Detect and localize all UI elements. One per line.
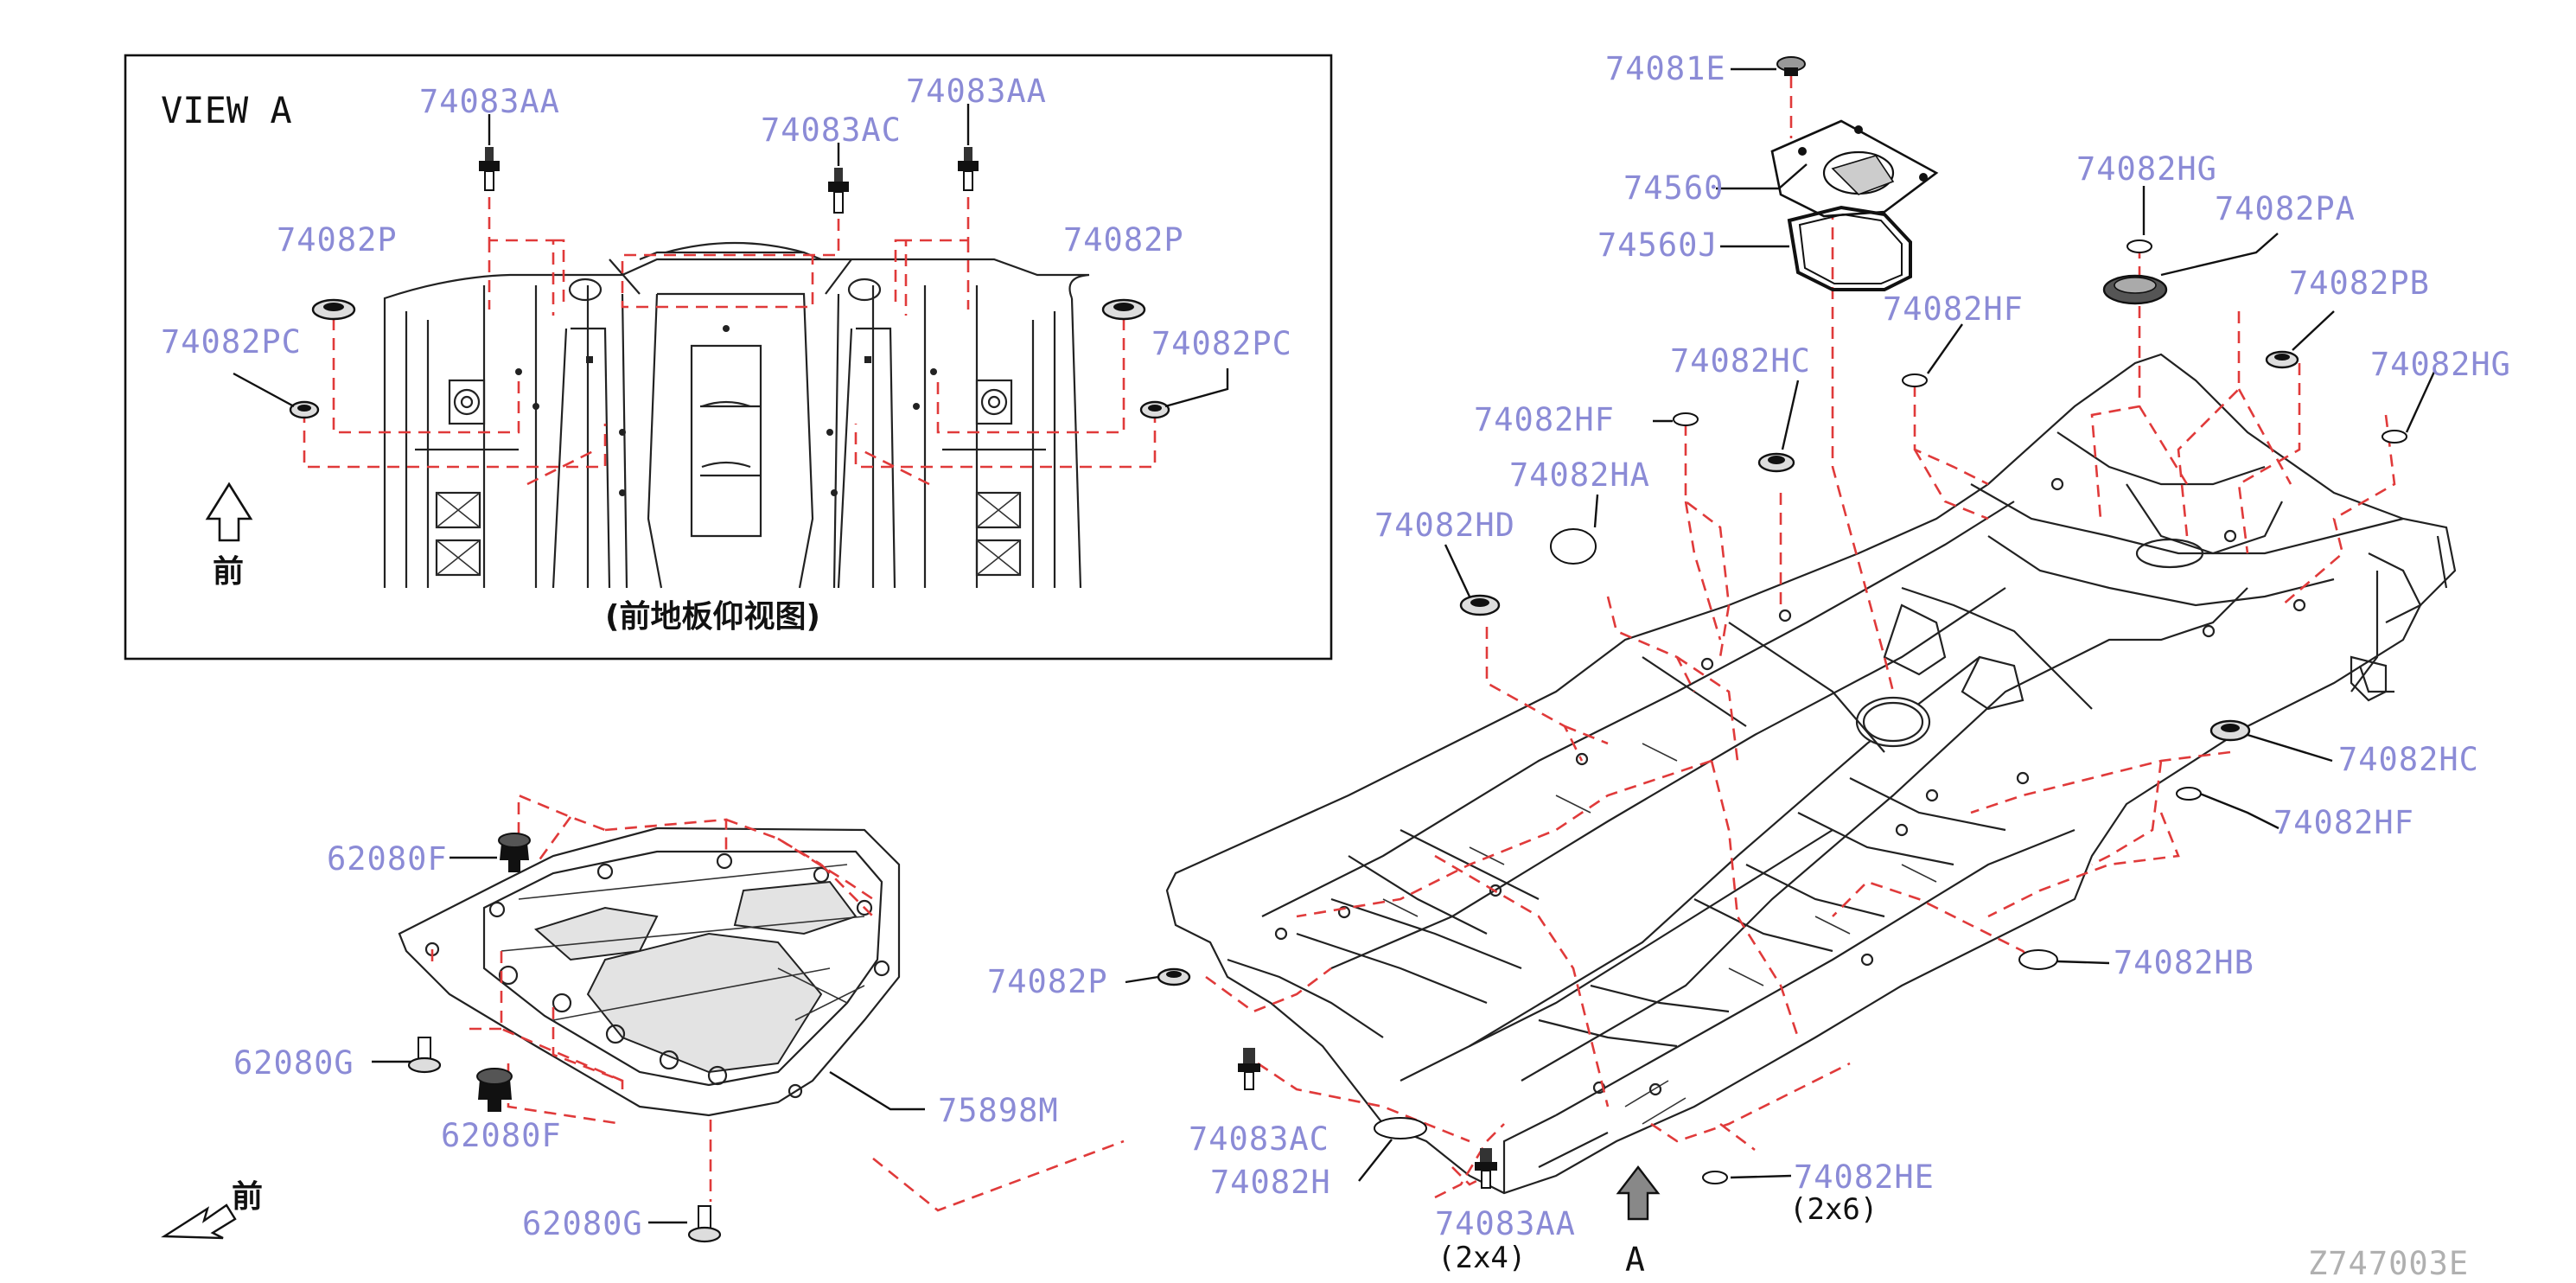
screw-icon — [407, 1037, 442, 1074]
floor-qty-74082he: (2x6) — [1789, 1192, 1878, 1227]
floor-dashed-leaders — [1205, 76, 2396, 1199]
floor-label-74083ac: 74083AC — [1189, 1120, 1329, 1158]
clip-icon — [476, 1068, 513, 1112]
floor-view-marker: A — [1625, 1241, 1645, 1279]
plug-icon — [2382, 430, 2407, 444]
view-a-label-74083aa-left: 74083AA — [419, 83, 560, 120]
view-a-frame — [124, 54, 1333, 661]
undercover-front-label: 前 — [232, 1179, 263, 1215]
grommet-icon — [289, 400, 320, 419]
front-arrow-icon — [205, 482, 253, 542]
floor-label-74082hf-b: 74082HF — [1474, 401, 1615, 438]
grommet-icon — [1139, 400, 1170, 419]
floor-pan-assembly: 74081E 74560 74560J 74082HG 74082PA 7408… — [987, 50, 2511, 1279]
floor-label-74082ha: 74082HA — [1509, 456, 1650, 494]
floor-label-74082p: 74082P — [987, 963, 1108, 1000]
floor-label-74082hd: 74082HD — [1374, 507, 1515, 544]
plug-icon — [1550, 528, 1597, 565]
view-a-floor-drawing — [383, 241, 1090, 589]
floor-holes — [1274, 477, 2306, 1096]
view-a-label-74082p-right: 74082P — [1063, 221, 1184, 259]
grommet-icon — [2265, 350, 2299, 369]
clip-icon — [498, 833, 531, 872]
plug-icon — [2126, 239, 2152, 253]
grommet-icon — [311, 298, 356, 321]
floor-label-74082hf-c: 74082HF — [2273, 804, 2414, 841]
view-a-fasteners — [289, 147, 1170, 419]
grommet-icon — [2102, 274, 2168, 305]
bolt-icon — [479, 147, 500, 191]
floor-label-74082h: 74082H — [1210, 1164, 1331, 1201]
undercover-label-62080f-bottom: 62080F — [441, 1117, 562, 1154]
floor-label-74560: 74560 — [1623, 169, 1724, 207]
undercover-holes — [424, 852, 890, 1099]
front-arrow-icon — [161, 1203, 237, 1240]
plug-icon — [1902, 373, 1928, 387]
undercover-assembly: 62080F 62080G 62080F 75898M 62080G 前 — [161, 794, 1125, 1243]
view-a-label-74082pc-right: 74082PC — [1151, 325, 1292, 362]
view-a-title: VIEW A — [161, 89, 292, 131]
bolt-icon — [958, 147, 979, 191]
service-cap-icon — [1770, 119, 1939, 218]
floor-label-74082hg-right: 74082HG — [2370, 346, 2511, 383]
floor-label-74083aa: 74083AA — [1435, 1205, 1576, 1242]
view-a-dashed-leaders — [303, 177, 1157, 486]
view-a-front-label: 前 — [213, 554, 244, 590]
view-a-inset: VIEW A — [124, 54, 1333, 661]
floor-qty-74083aa: (2x4) — [1438, 1241, 1526, 1275]
view-a-label-74082pc-left: 74082PC — [161, 323, 302, 361]
floor-label-74082pb: 74082PB — [2289, 265, 2430, 302]
floor-label-74082hg-top: 74082HG — [2076, 150, 2217, 188]
undercover-label-62080f-top: 62080F — [327, 840, 448, 878]
floor-label-74082hf-a: 74082HF — [1883, 290, 2024, 328]
undercover-label-62080g-bottom: 62080G — [522, 1205, 643, 1242]
bolt-icon — [1238, 1048, 1260, 1090]
view-a-label-74083ac: 74083AC — [761, 112, 902, 149]
grommet-icon — [1757, 452, 1795, 473]
bolt-icon — [828, 168, 849, 214]
plug-icon — [2018, 949, 2058, 970]
floor-label-74082hc-a: 74082HC — [1670, 342, 1811, 380]
undercover-panel — [398, 827, 901, 1117]
floor-to-cover-dashed-leader — [872, 1139, 1125, 1212]
floor-label-74082he: 74082HE — [1794, 1159, 1935, 1196]
diagram-code: Z747003E — [2308, 1245, 2469, 1282]
view-a-label-74083aa-right: 74083AA — [906, 73, 1047, 110]
clip-icon — [1776, 56, 1806, 76]
bolt-icon — [1475, 1148, 1497, 1189]
view-a-label-74082p-left: 74082P — [277, 221, 398, 259]
seal-ring-icon — [1787, 205, 1912, 291]
floor-label-74082hb: 74082HB — [2114, 944, 2254, 981]
floor-label-74082pa: 74082PA — [2215, 190, 2356, 227]
floor-label-74560j: 74560J — [1597, 227, 1718, 264]
screw-icon — [687, 1205, 722, 1243]
plug-icon — [1673, 412, 1699, 426]
grommet-icon — [1101, 298, 1146, 321]
floor-label-74081e: 74081E — [1605, 50, 1726, 87]
undercover-label-75898m: 75898M — [938, 1092, 1059, 1129]
plug-icon — [1702, 1171, 1728, 1184]
plug-icon — [1374, 1117, 1427, 1139]
view-a-arrow-icon — [1616, 1165, 1661, 1221]
floor-pan — [1165, 353, 2457, 1195]
grommet-icon — [1459, 594, 1501, 616]
floor-label-74082hc-b: 74082HC — [2338, 741, 2479, 778]
plug-icon — [2176, 787, 2202, 801]
grommet-icon — [2209, 719, 2251, 742]
grommet-icon — [1157, 967, 1191, 986]
undercover-label-62080g-left: 62080G — [233, 1044, 354, 1082]
view-a-caption: (前地板仰视图) — [605, 599, 820, 635]
floor-fasteners — [1157, 56, 2407, 1221]
